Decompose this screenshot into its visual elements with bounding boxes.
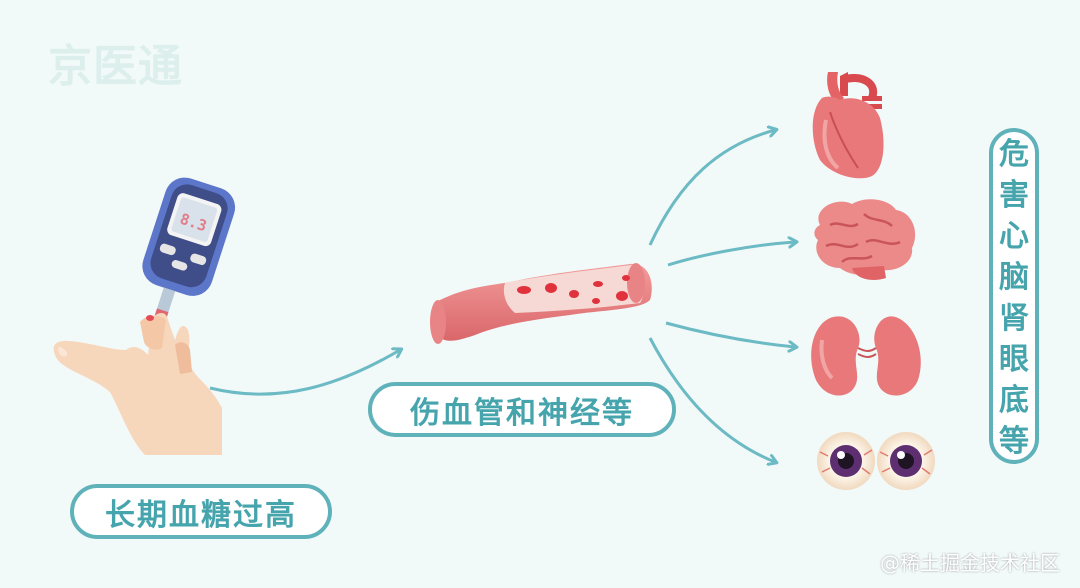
- harm-label-char: 脑: [999, 260, 1029, 295]
- harm-label-char: 危: [999, 137, 1029, 172]
- logo-text: 京医通: [48, 41, 183, 92]
- eyeball-icon: [817, 432, 935, 490]
- kidney-icon: [811, 316, 921, 396]
- heart-icon: [812, 72, 884, 179]
- cause-label: 长期血糖过高: [70, 484, 332, 539]
- arrow-to-vessel: [209, 350, 400, 396]
- harm-label-char: 心: [999, 219, 1029, 254]
- arrows: [209, 130, 795, 462]
- harm-label: 危 害 心 脑 肾 眼 底 等: [989, 128, 1039, 464]
- harm-label-char: 等: [999, 424, 1029, 459]
- harm-label-char: 眼: [999, 342, 1029, 377]
- arrow-to-kidney: [665, 321, 795, 347]
- brain-icon: [814, 199, 916, 280]
- middle-label: 伤血管和神经等: [368, 382, 676, 437]
- glucose-meter-icon: 8.3: [142, 177, 236, 320]
- harm-label-char: 肾: [999, 301, 1029, 336]
- watermark-text: @稀土掘金技术社区: [880, 551, 1060, 575]
- hand-icon: [53, 313, 223, 455]
- harm-label-char: 害: [999, 178, 1029, 213]
- arrow-to-heart: [648, 130, 775, 246]
- harm-label-char: 底: [999, 383, 1029, 418]
- blood-vessel-icon: [430, 263, 652, 344]
- arrow-to-brain: [667, 242, 795, 267]
- arrow-to-eyes: [648, 337, 775, 462]
